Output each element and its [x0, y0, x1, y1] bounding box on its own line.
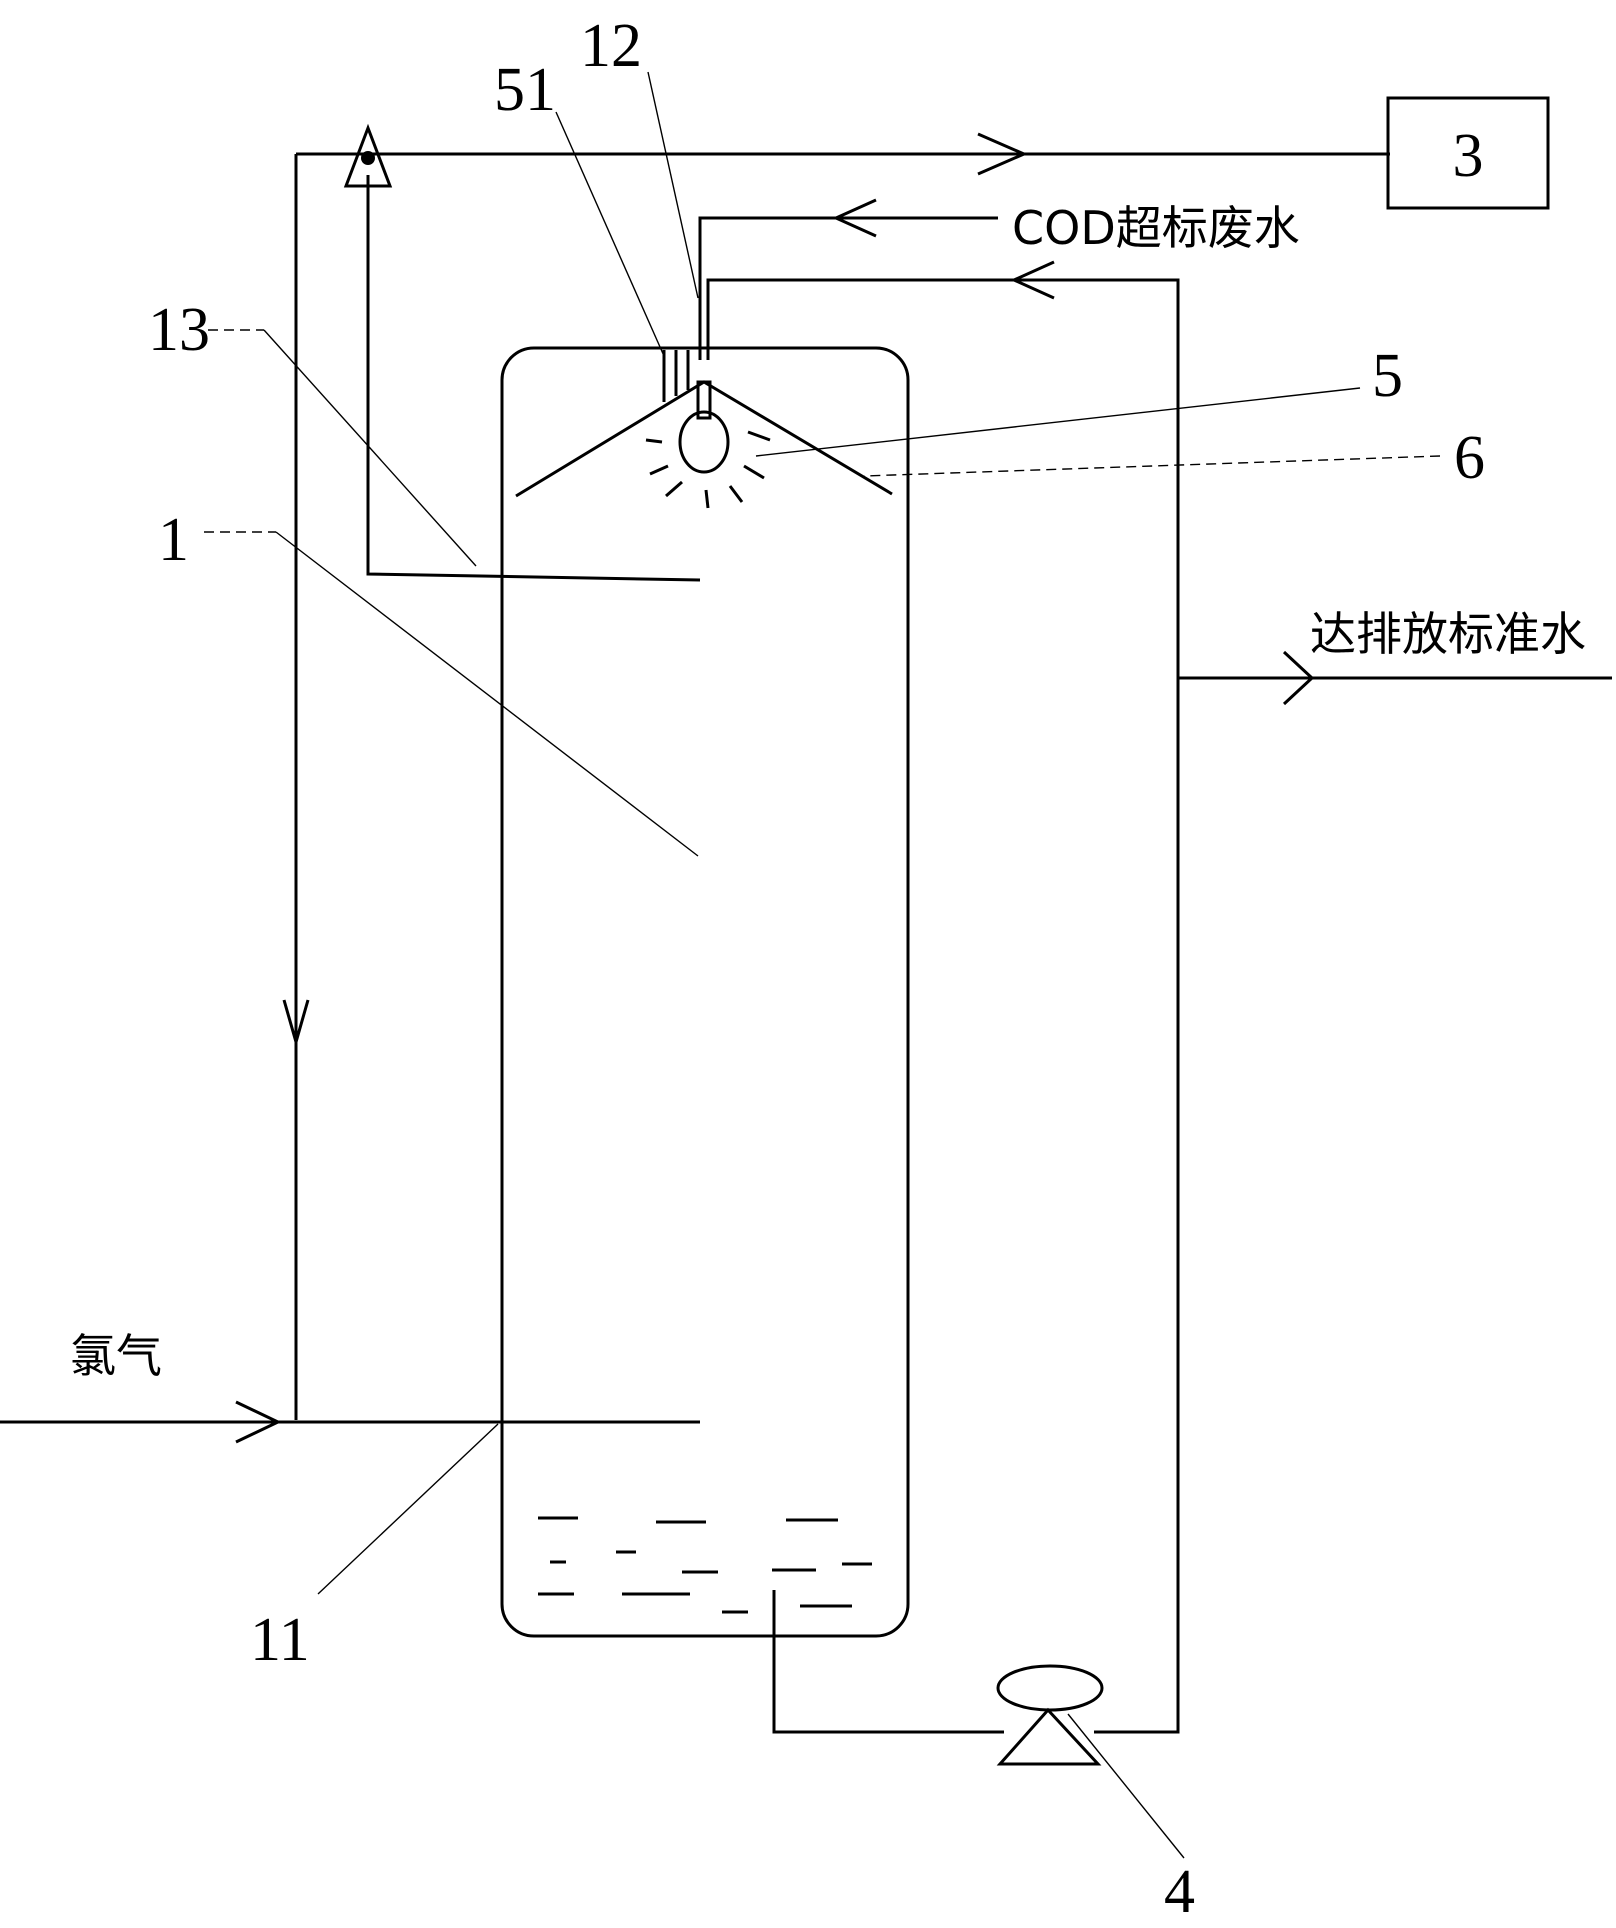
- cod-wastewater-text: COD超标废水: [1012, 201, 1300, 255]
- pump-icon: [996, 1664, 1104, 1712]
- absorber-box: [1386, 96, 1550, 210]
- gas-outlet-pipe: [366, 175, 701, 582]
- leader-reflector: [863, 455, 1441, 477]
- leader-gas-inlet: [317, 1423, 499, 1595]
- cod-inlet-pipe: [698, 216, 998, 360]
- label-pump: 4: [1164, 1858, 1195, 1926]
- label-gas-inlet: 11: [250, 1606, 310, 1674]
- label-lamp-sleeve: 51: [494, 56, 556, 124]
- return-pipe: [706, 278, 1180, 1734]
- pump-base: [996, 1707, 1102, 1766]
- cod-arrow: [832, 198, 877, 238]
- return-arrow: [1010, 260, 1055, 300]
- bottom-outlet-pipe: [772, 1590, 1004, 1734]
- label-reactor: 1: [158, 506, 189, 574]
- reactor-vessel: [500, 346, 910, 1638]
- discharge-text: 达排放标准水: [1310, 607, 1586, 661]
- leader-reactor: [275, 531, 699, 857]
- label-reflector: 6: [1454, 424, 1485, 492]
- label-uv-lamp: 5: [1372, 342, 1403, 410]
- label-gas-outlet: 13: [148, 296, 210, 364]
- check-valve-icon: [343, 123, 393, 188]
- leader-inlet-pipe: [647, 71, 699, 299]
- chlorine-arrow: [235, 1400, 282, 1444]
- leader-uv-lamp: [755, 387, 1361, 457]
- leader-lamp-sleeve: [555, 111, 665, 357]
- reflector: [515, 380, 893, 498]
- lamp-stem: [696, 380, 712, 420]
- valve-dot: [361, 151, 375, 165]
- leader-pump: [1067, 1713, 1185, 1859]
- leader-gas-outlet-2: [263, 329, 477, 567]
- gas-flow-arrow: [977, 132, 1028, 176]
- liquid-level-marks: [538, 1516, 872, 1614]
- label-inlet-pipe: 12: [580, 12, 642, 80]
- label-absorber: 3: [1453, 122, 1484, 190]
- uv-lamp-icon: [678, 410, 730, 474]
- recirculation-arrow: [282, 999, 310, 1048]
- chlorine-text: 氯气: [70, 1329, 162, 1383]
- discharge-arrow: [1282, 650, 1315, 706]
- lamp-rays: [645, 430, 771, 509]
